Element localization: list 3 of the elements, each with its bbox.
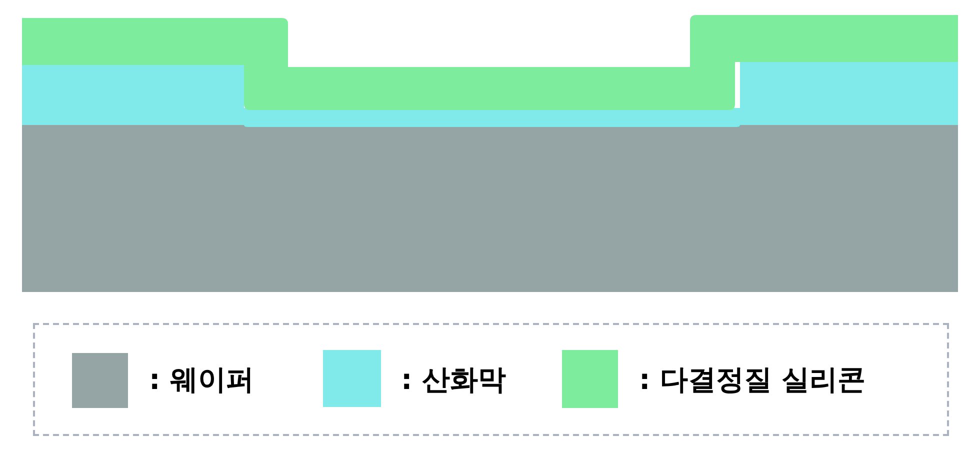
legend-label: : 다결정질 실리콘 — [639, 363, 866, 397]
legend-label: : 산화막 — [401, 363, 506, 397]
legend-label: : 웨이퍼 — [149, 363, 254, 397]
